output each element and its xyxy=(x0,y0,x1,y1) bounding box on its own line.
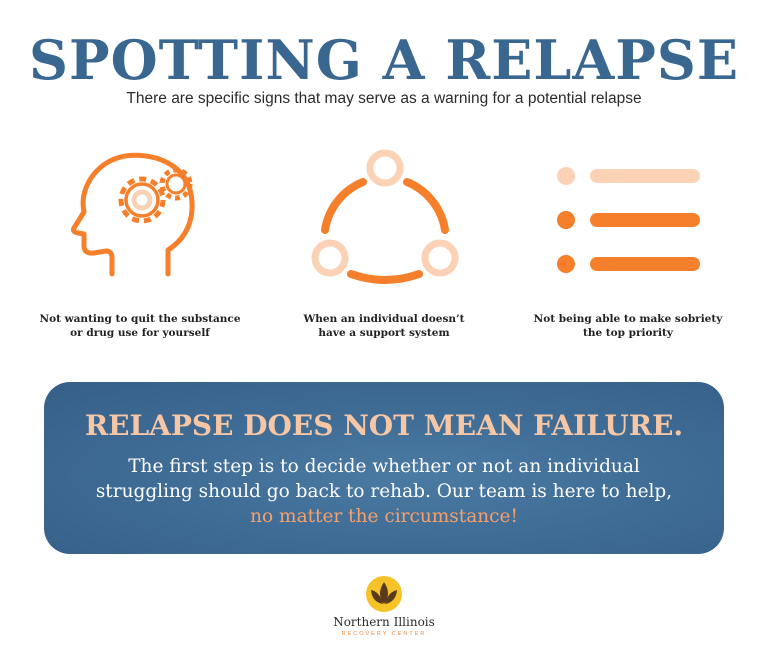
support-cycle-icon xyxy=(305,148,465,290)
sign-caption-no-motivation: Not wanting to quit the substance or dru… xyxy=(25,312,255,340)
banner-body: The first step is to decide whether or n… xyxy=(84,454,684,529)
banner-body-text: The first step is to decide whether or n… xyxy=(95,456,673,502)
page-subtitle: There are specific signs that may serve … xyxy=(126,90,642,107)
message-banner: RELAPSE DOES NOT MEAN FAILURE. The first… xyxy=(44,382,724,554)
caption-line: or drug use for yourself xyxy=(70,327,210,339)
caption-line: Not being able to make sobriety xyxy=(533,313,723,325)
sign-caption-no-priority: Not being able to make sobriety the top … xyxy=(513,312,743,340)
caption-line: the top priority xyxy=(582,327,673,339)
lotus-logo-icon xyxy=(364,574,404,614)
caption-line: have a support system xyxy=(318,327,450,339)
banner-heading: RELAPSE DOES NOT MEAN FAILURE. xyxy=(84,409,684,442)
brand-name: Northern Illinois xyxy=(333,615,435,629)
brand-tagline: RECOVERY CENTER xyxy=(341,631,427,637)
banner-highlight: no matter the circumstance! xyxy=(250,506,518,527)
caption-line: Not wanting to quit the substance xyxy=(39,313,241,325)
priority-list-icon xyxy=(552,160,712,280)
sign-caption-no-support: When an individual doesn’t have a suppor… xyxy=(269,312,499,340)
caption-line: When an individual doesn’t xyxy=(303,313,465,325)
page-title: SPOTTING A RELAPSE xyxy=(29,28,739,92)
head-gears-icon xyxy=(68,150,216,280)
